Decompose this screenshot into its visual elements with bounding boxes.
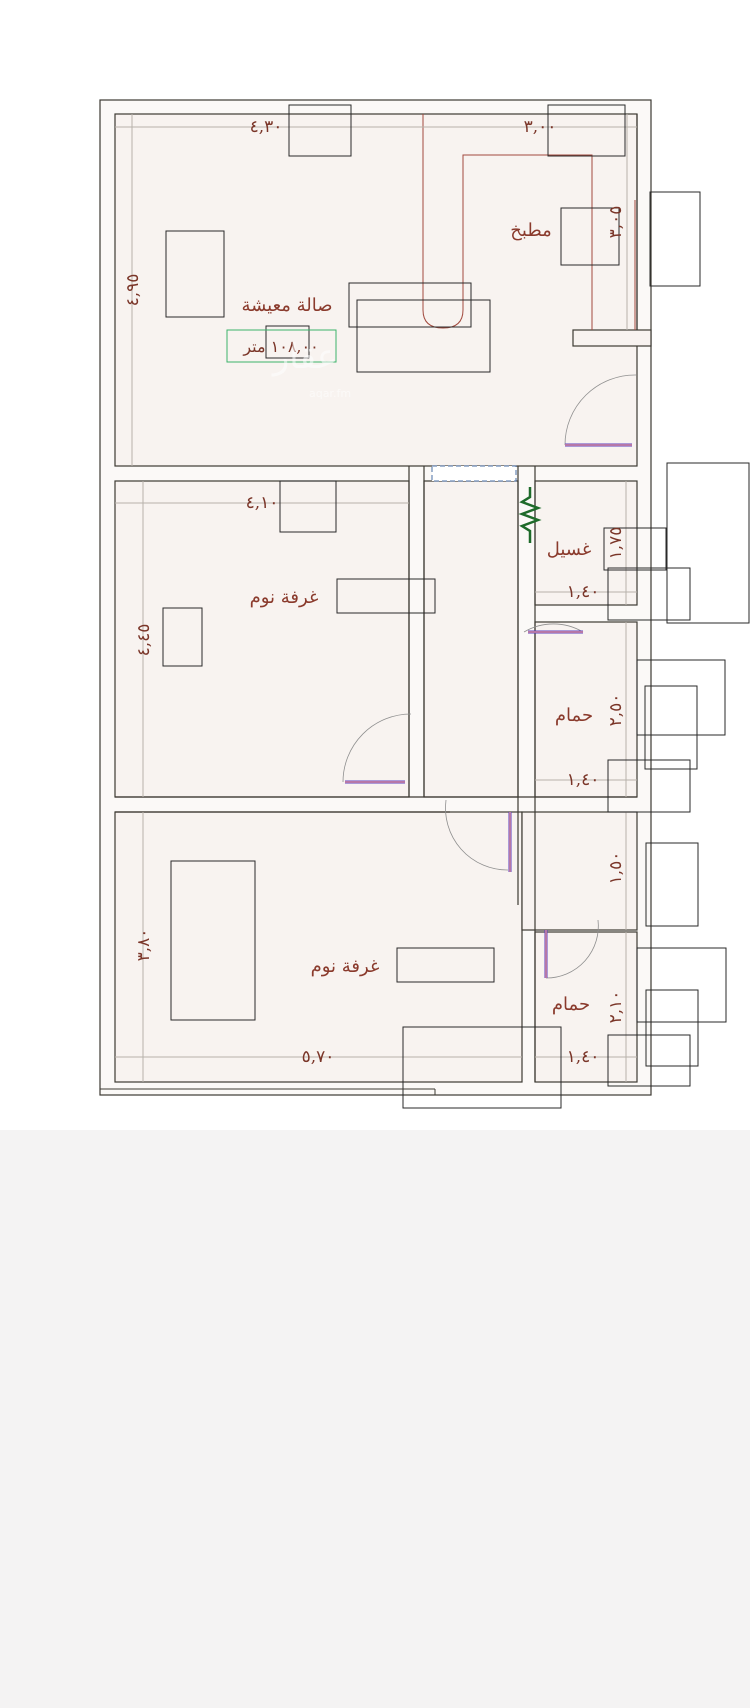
door-arc-bedroom1 <box>342 713 412 783</box>
box-corridor-right <box>645 842 699 927</box>
dim-bedroom1-height: ٤,٤٥ <box>134 624 154 657</box>
dim-living-width: ٤,٣٠ <box>250 117 283 137</box>
bedroom-2 <box>114 811 523 1083</box>
box-living-table <box>348 282 472 328</box>
dim-bedroom2-height: ٣,٨٠ <box>134 929 154 962</box>
dim-bath2-width: ١,٤٠ <box>567 1047 600 1067</box>
box-laundry <box>603 527 667 571</box>
box-bottom-center <box>402 1026 562 1109</box>
room-label-bedroom-1: غرفة نوم <box>250 587 319 608</box>
box-living-top <box>288 104 352 157</box>
dim-bedroom1-width: ٤,١٠ <box>246 493 279 513</box>
box-bedroom1-furniture <box>162 607 203 667</box>
kitchen-pipe <box>422 114 593 330</box>
room-label-bath-2: حمام <box>552 994 590 1015</box>
box-outer-kitchen <box>649 191 701 287</box>
box-bath1 <box>644 685 698 770</box>
door-arc-corridor <box>445 799 509 871</box>
dim-corridor-height: ١,٥٠ <box>606 852 626 885</box>
box-bath2 <box>645 989 699 1067</box>
box-kitchen-top <box>547 104 626 157</box>
box-bedroom1-top <box>279 480 337 533</box>
box-laundry-2 <box>607 567 691 621</box>
floor-plan-area: ١٠٨,٠٠ متر عقار aqar.fm صالة معيشة مطبخ … <box>0 0 750 1130</box>
corridor-opening <box>431 465 517 482</box>
box-living-furniture <box>165 230 225 318</box>
dim-bath2-height: ٢,١٠ <box>606 991 626 1024</box>
bedroom-1 <box>114 480 410 798</box>
corridor <box>423 480 519 798</box>
box-bedroom2-furniture <box>170 860 256 1021</box>
lobby <box>521 811 638 931</box>
room-label-bedroom-2: غرفة نوم <box>311 956 380 977</box>
living-room <box>114 113 638 467</box>
door-arc-living <box>564 374 637 446</box>
floor-plan: ١٠٨,٠٠ متر عقار aqar.fm صالة معيشة مطبخ … <box>99 99 750 1109</box>
room-label-laundry: غسيل <box>547 539 592 560</box>
box-outer-laundry <box>666 462 750 624</box>
dim-bath1-height: ٢,٥٠ <box>606 694 626 727</box>
door-arc-bath2 <box>545 919 599 979</box>
kitchen-partition <box>572 329 652 347</box>
box-bedroom2-label <box>396 947 495 983</box>
door-arc-bath1 <box>523 623 584 633</box>
empty-lower-area <box>0 1130 750 1708</box>
box-bath1-2 <box>607 759 691 813</box>
box-outer-bath1 <box>636 659 726 736</box>
dim-kitchen-height: ٣,٠٥ <box>606 206 626 239</box>
dim-kitchen-width: ٣,٠٠ <box>524 117 557 137</box>
room-label-kitchen: مطبخ <box>510 220 551 241</box>
box-bath2-2 <box>607 1034 691 1087</box>
dim-laundry-width: ١,٤٠ <box>567 582 600 602</box>
box-area <box>265 325 310 359</box>
dim-bath1-width: ١,٤٠ <box>567 770 600 790</box>
dim-living-height: ٤,٩٥ <box>123 274 143 307</box>
spring-symbol <box>518 487 542 543</box>
dim-laundry-height: ١,٧٥ <box>606 527 626 560</box>
room-label-bath-1: حمام <box>555 705 593 726</box>
box-bedroom1-label <box>336 578 436 614</box>
watermark-logo: عقار <box>271 337 337 377</box>
area-label: ١٠٨,٠٠ متر <box>242 337 318 356</box>
watermark-url: aqar.fm <box>309 387 351 400</box>
room-label-living: صالة معيشة <box>241 295 332 316</box>
laundry-room <box>534 480 638 606</box>
box-outer-bath2 <box>636 947 727 1023</box>
area-label-box <box>226 329 337 363</box>
box-living-table-2 <box>356 299 491 373</box>
dim-bedroom2-width: ٥,٧٠ <box>302 1047 335 1067</box>
bath-1 <box>534 621 638 798</box>
box-kitchen-counter <box>560 207 620 266</box>
